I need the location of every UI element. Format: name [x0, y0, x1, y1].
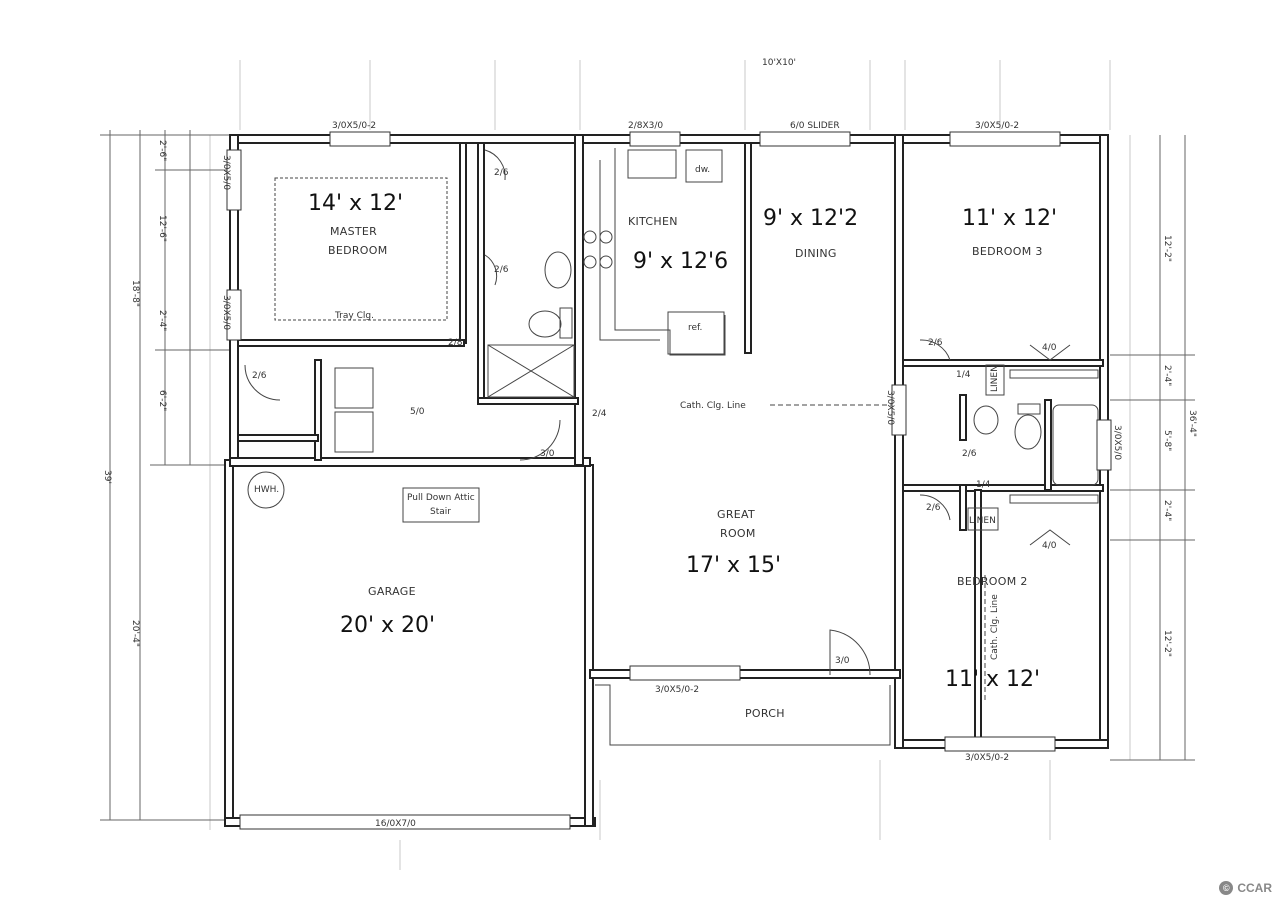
dim-left-1: 2'-6" — [157, 140, 167, 161]
dim-left-3: 2'-4" — [157, 310, 167, 331]
window-bed3-top: 3/0X5/0-2 — [975, 121, 1019, 131]
door-label: 2/6 — [252, 371, 267, 381]
garage-door-label: 16/0X7/0 — [375, 819, 416, 829]
kitchen-name: KITCHEN — [628, 215, 678, 228]
porch-name: PORCH — [745, 707, 785, 720]
bedroom3-name: BEDROOM 3 — [972, 245, 1043, 258]
master-note: Tray Clg. — [334, 311, 374, 321]
dim-right-4: 2'-4" — [1162, 500, 1172, 521]
great-room-size: 17' x 15' — [686, 553, 781, 578]
window-kitchen-top: 2/8X3/0 — [628, 121, 663, 131]
window-bath-right: 3/0X5/0 — [1112, 425, 1122, 460]
door-label: 3/0 — [835, 656, 850, 666]
watermark: © CCAR — [1219, 881, 1272, 895]
door-label: 5/0 — [410, 407, 425, 417]
dim-left-total: 39' — [102, 470, 112, 484]
dim-left-upper: 18'-8" — [130, 280, 140, 307]
door-label: 2/6 — [962, 449, 977, 459]
interior-walls — [237, 142, 1104, 741]
door-label: 1/4 — [976, 480, 991, 490]
bedroom3-size: 11' x 12' — [962, 206, 1057, 231]
grid-lines — [209, 60, 1131, 870]
window-master-top: 3/0X5/0-2 — [332, 121, 376, 131]
door-swings — [244, 149, 1071, 676]
master-size: 14' x 12' — [308, 191, 403, 216]
watermark-text: CCAR — [1237, 881, 1272, 895]
great-room-name-1: GREAT — [717, 508, 755, 521]
great-room-ceiling-note: Cath. Clg. Line — [680, 401, 746, 411]
attic-label-1: Pull Down Attic — [407, 493, 475, 503]
window-bed-right: 3/0X5/0 — [885, 390, 895, 425]
dim-right-1: 12'-2" — [1162, 235, 1172, 262]
copyright-icon: © — [1219, 881, 1234, 895]
window-marks — [226, 131, 1112, 830]
dim-left-2: 12'-6" — [157, 215, 167, 242]
door-label: 4/0 — [1042, 343, 1057, 353]
right-dimensions — [1110, 135, 1195, 761]
door-label: 2/6 — [494, 265, 509, 275]
window-porch: 3/0X5/0-2 — [655, 685, 699, 695]
dim-right-total: 36'-4" — [1187, 410, 1197, 437]
linen-1: LINEN — [990, 365, 1000, 392]
bedroom2-size: 11' x 12' — [945, 667, 1040, 692]
dim-right-2: 2'-4" — [1162, 365, 1172, 386]
top-note: 10'X10' — [762, 58, 796, 68]
dining-size: 9' x 12'2 — [763, 206, 858, 231]
attic-label-2: Stair — [430, 507, 451, 517]
bedroom2-ceiling-note: Cath. Clg. Line — [990, 594, 1000, 660]
dw-label: dw. — [695, 165, 710, 175]
linen-2: LINEN — [969, 516, 996, 526]
kitchen-size: 9' x 12'6 — [633, 249, 728, 274]
left-dimensions — [100, 130, 235, 821]
ref-label: ref. — [688, 323, 702, 333]
master-name-1: MASTER — [330, 225, 377, 238]
door-label: 2/4 — [592, 409, 607, 419]
garage-size: 20' x 20' — [340, 613, 435, 638]
door-label: 3/0 — [540, 449, 555, 459]
dim-left-garage: 20'-4" — [130, 620, 140, 647]
dim-right-5: 12'-2" — [1162, 630, 1172, 657]
door-label: 1/4 — [956, 370, 971, 380]
dining-name: DINING — [795, 247, 837, 260]
door-label: 2/6 — [928, 338, 943, 348]
window-master-left-2: 3/0X5/0 — [221, 295, 231, 330]
garage-name: GARAGE — [368, 585, 416, 598]
hwh-label: HWH. — [254, 485, 279, 495]
great-room-name-2: ROOM — [720, 527, 756, 540]
window-master-left-1: 3/0X5/0 — [221, 155, 231, 190]
window-bed2-bottom: 3/0X5/0-2 — [965, 753, 1009, 763]
door-label: 2/8 — [448, 338, 463, 348]
door-label: 4/0 — [1042, 541, 1057, 551]
window-dining-top: 6/0 SLIDER — [790, 121, 840, 131]
interior-outlines — [247, 148, 1099, 746]
dim-left-4: 6'-2" — [157, 390, 167, 411]
dim-right-3: 5'-8" — [1162, 430, 1172, 451]
master-name-2: BEDROOM — [328, 244, 388, 257]
door-label: 2/6 — [494, 168, 509, 178]
bedroom2-name: BEDROOM 2 — [957, 575, 1028, 588]
door-label: 2/6 — [926, 503, 941, 513]
